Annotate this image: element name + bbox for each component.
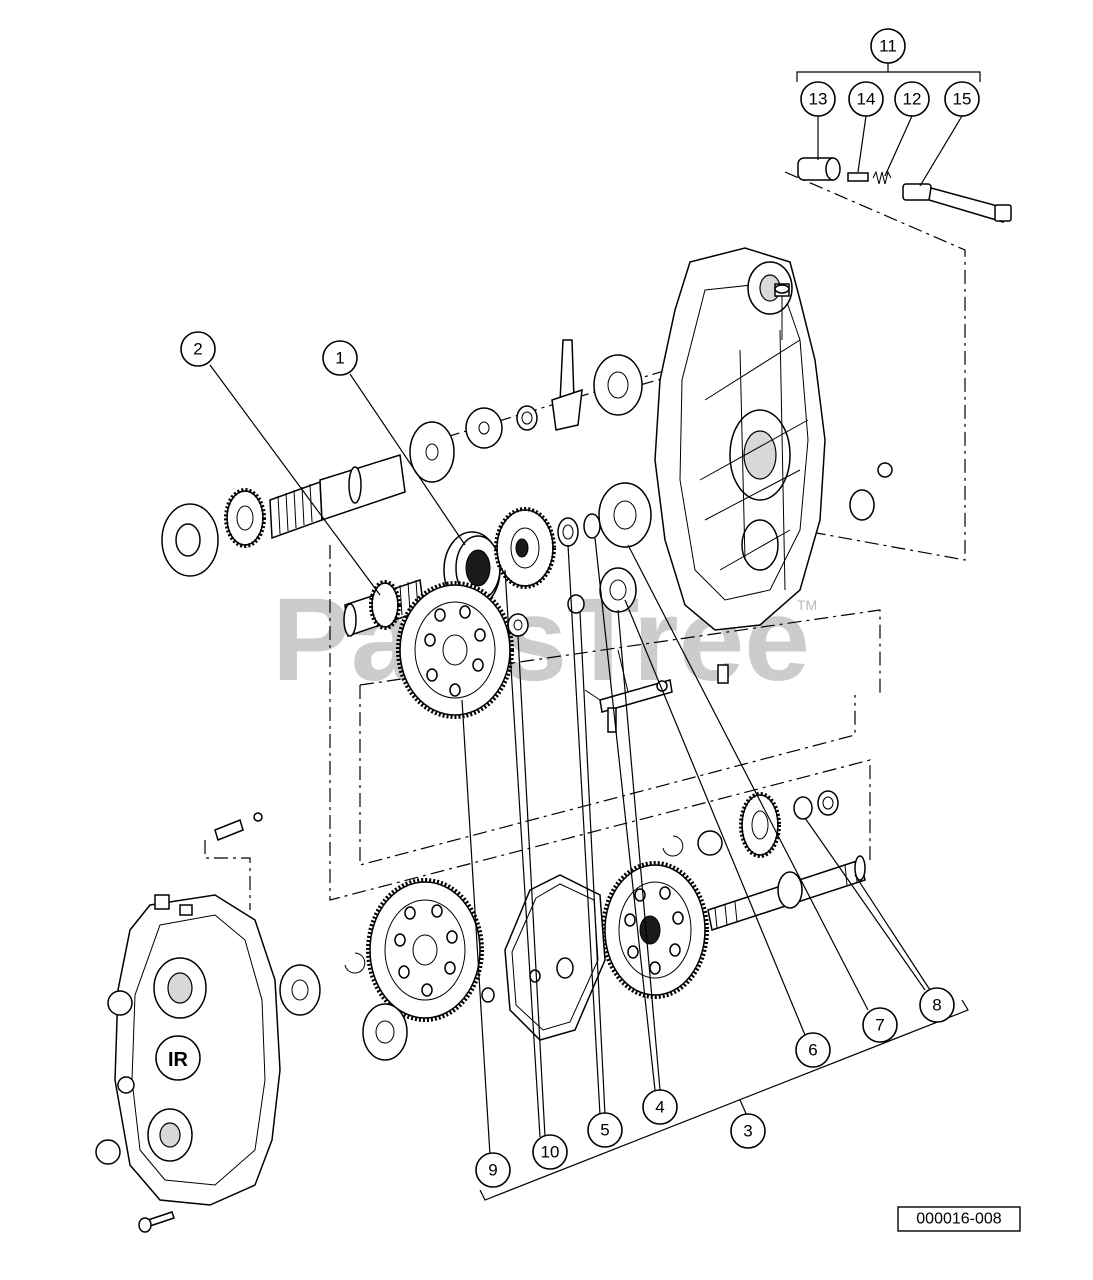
lower-shaft-assembly <box>279 790 866 1061</box>
callout-9-label: 9 <box>488 1161 497 1180</box>
callout-4-label: 4 <box>655 1098 664 1117</box>
callout-15-label: 15 <box>953 90 972 109</box>
callout-9[interactable]: 9 <box>475 1152 511 1188</box>
cable-15 <box>902 183 932 201</box>
callout-11-label: 11 <box>879 37 897 56</box>
callout-10-label: 10 <box>541 1143 560 1162</box>
figure-id-text: 000016-008 <box>916 1211 1002 1228</box>
leader-lines <box>209 364 969 1201</box>
callout-7-label: 7 <box>875 1016 884 1035</box>
callout-13-label: 13 <box>809 90 828 109</box>
callout-8-label: 8 <box>932 996 941 1015</box>
svg-text:IR: IR <box>168 1049 189 1071</box>
callout-12[interactable]: 12 <box>894 81 930 117</box>
callout-7[interactable]: 7 <box>862 1007 898 1043</box>
callout-11[interactable]: 11 <box>870 28 906 64</box>
callout-14[interactable]: 14 <box>848 81 884 117</box>
callout-10[interactable]: 10 <box>532 1134 568 1170</box>
callout-3[interactable]: 3 <box>730 1113 766 1149</box>
right-transmission-housing <box>654 247 893 684</box>
callout-1-label: 1 <box>335 349 344 368</box>
callout-2-label: 2 <box>193 340 202 359</box>
large-gear-assembly <box>396 567 673 733</box>
figure-id-label: 000016-008 <box>897 1206 1021 1232</box>
callout-12-label: 12 <box>903 90 922 109</box>
callout-5-label: 5 <box>600 1121 609 1140</box>
callout-6-label: 6 <box>808 1041 817 1060</box>
left-transmission-housing: IR <box>95 812 281 1233</box>
callout-3-label: 3 <box>743 1122 752 1141</box>
callout-1[interactable]: 1 <box>322 340 358 376</box>
assembly-dash-lines <box>204 171 966 910</box>
middle-shaft-assembly <box>343 482 652 638</box>
callout-6[interactable]: 6 <box>795 1032 831 1068</box>
callout-4[interactable]: 4 <box>642 1089 678 1125</box>
kit-11-parts <box>796 62 1012 223</box>
callout-14-label: 14 <box>857 90 876 109</box>
watermark-trademark: TM <box>797 597 817 613</box>
callout-15[interactable]: 15 <box>944 81 980 117</box>
callout-13[interactable]: 13 <box>800 81 836 117</box>
callout-2[interactable]: 2 <box>180 331 216 367</box>
callout-8[interactable]: 8 <box>919 987 955 1023</box>
upper-shaft-assembly <box>161 339 643 577</box>
callout-5[interactable]: 5 <box>587 1112 623 1148</box>
